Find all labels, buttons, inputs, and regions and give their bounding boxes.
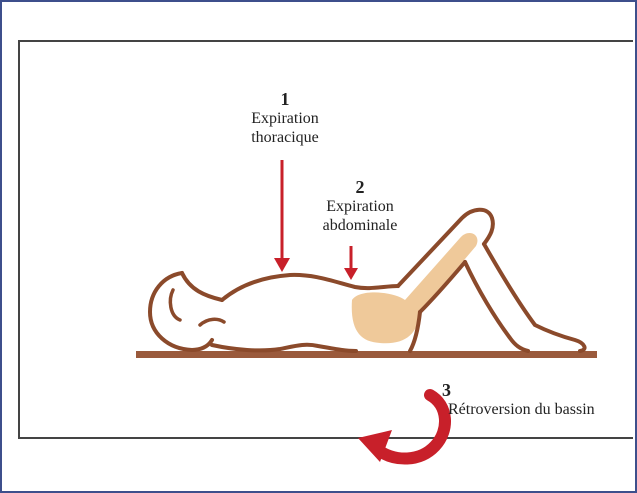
chin-line <box>200 319 224 325</box>
label-abdominal-line1: Expiration <box>310 197 410 216</box>
label-abdominal-line2: abdominale <box>310 216 410 235</box>
inner-leg-outline <box>465 262 528 351</box>
label-abdominal-expiration: 2 Expiration abdominale <box>310 178 410 235</box>
label-abdominal-number: 2 <box>310 178 410 197</box>
down-arrow-icon <box>274 258 290 272</box>
curved-rotation-arrow-body <box>378 395 445 459</box>
face-line <box>182 273 222 300</box>
ear-line <box>170 290 180 320</box>
label-pelvic-retroversion: 3 Rétroversion du bassin <box>442 381 632 419</box>
back-outline <box>212 345 356 351</box>
label-thoracic-expiration: 1 Expiration thoracique <box>240 90 330 147</box>
label-pelvis-number: 3 <box>442 381 632 400</box>
label-thoracic-number: 1 <box>240 90 330 109</box>
label-thoracic-line2: thoracique <box>240 128 330 147</box>
label-thoracic-line1: Expiration <box>240 109 330 128</box>
lower-leg-outline <box>484 244 585 351</box>
down-arrow-icon <box>344 268 358 280</box>
head-outline <box>150 273 212 350</box>
label-pelvis-text: Rétroversion du bassin <box>448 400 632 419</box>
